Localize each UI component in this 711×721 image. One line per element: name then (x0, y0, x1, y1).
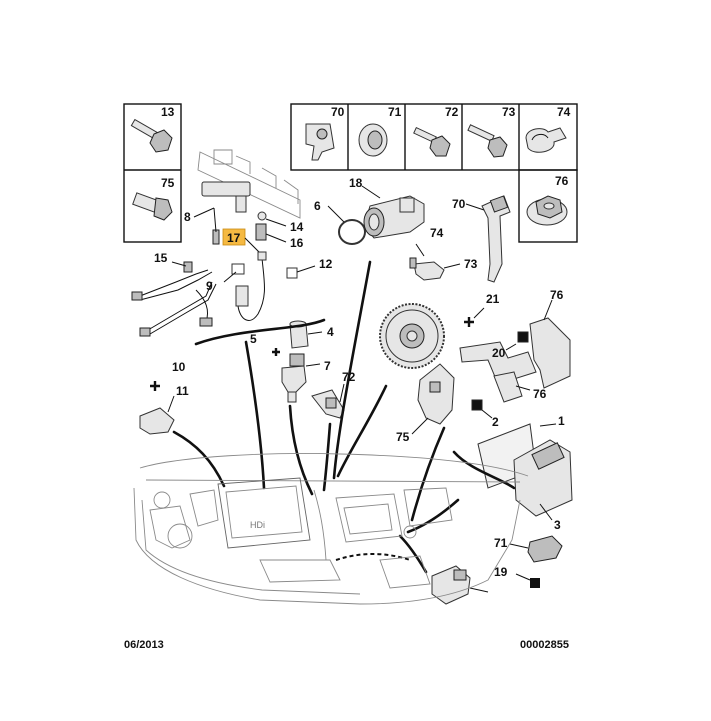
svg-text:3: 3 (554, 518, 561, 532)
diagram-date: 06/2013 (124, 639, 164, 651)
callout-73-plus: 5 (250, 332, 280, 356)
callout-71: 19 (494, 565, 540, 588)
engine-cover-text: HDi (250, 520, 265, 530)
screw-icon: 73 (467, 105, 516, 158)
box-70-label: 70 (331, 105, 345, 119)
bracket-part: 76 (459, 288, 571, 403)
callout-70-wiring: 9 (206, 271, 237, 293)
box-13-label: 13 (161, 105, 175, 119)
svg-text:20: 20 (492, 346, 506, 360)
box-76-label: 76 (555, 174, 569, 188)
svg-text:19: 19 (494, 565, 508, 579)
callout-14: 14 (257, 211, 304, 234)
box-73-label: 73 (502, 105, 516, 119)
air-flow-sensor-part: 18 (349, 176, 425, 239)
svg-text:17: 17 (227, 231, 241, 245)
leader-lines (172, 260, 516, 574)
callout-74-wiring: 12 (296, 257, 333, 273)
svg-text:76: 76 (533, 387, 547, 401)
callout-20: 76 (515, 385, 547, 401)
fuel-rail (197, 149, 301, 245)
svg-text:12: 12 (319, 257, 333, 271)
callout-72-plus: 10 (150, 360, 186, 391)
svg-text:5: 5 (250, 332, 257, 346)
o-ring-part: 6 (314, 199, 366, 245)
svg-text:70: 70 (452, 197, 466, 211)
svg-text:15: 15 (154, 251, 168, 265)
bolt-icon: 75 (132, 176, 175, 221)
svg-text:75: 75 (396, 430, 410, 444)
grommet-icon: 71 (358, 105, 402, 157)
sensor-19-part (431, 565, 489, 605)
svg-text:16: 16 (290, 236, 304, 250)
position-sensor-part: 74 73 (409, 226, 478, 281)
box-71-label: 71 (388, 105, 402, 119)
callout-18: 15 (154, 251, 187, 267)
svg-text:1: 1 (558, 414, 565, 428)
svg-text:18: 18 (349, 176, 363, 190)
flywheel-part (379, 303, 445, 369)
hose-clip-icon: 74 (525, 105, 571, 153)
callout-16: 16 (255, 223, 304, 250)
svg-text:76: 76 (550, 288, 564, 302)
svg-text:14: 14 (290, 220, 304, 234)
camshaft-sensor-part: 75 (396, 363, 455, 444)
reference-box-group (123, 103, 578, 243)
bracket-clip-icon: 70 (305, 105, 345, 161)
svg-text:74: 74 (430, 226, 444, 240)
svg-text:2: 2 (492, 415, 499, 429)
flange-screw-icon: 72 (413, 105, 459, 157)
svg-text:71: 71 (494, 536, 508, 550)
svg-text:9: 9 (206, 279, 213, 293)
box-75-label: 75 (161, 176, 175, 190)
svg-text:21: 21 (486, 292, 500, 306)
engine-bay: HDi (133, 453, 529, 605)
svg-text:73: 73 (464, 257, 478, 271)
wiring-harness (131, 251, 298, 337)
flange-nut-icon: 76 (526, 174, 569, 226)
box-72-label: 72 (445, 105, 459, 119)
svg-text:10: 10 (172, 360, 186, 374)
callout-76-upper: 20 (492, 331, 529, 360)
pressure-sensor-part: 7 (281, 353, 331, 403)
svg-text:8: 8 (184, 210, 191, 224)
ecu-part: 3 (513, 439, 573, 532)
callout-17-highlighted: 17 (222, 228, 263, 256)
callout-76-lower: 2 (471, 399, 499, 429)
svg-text:7: 7 (324, 359, 331, 373)
bolt-icon: 13 (130, 105, 175, 153)
relay-part: 71 (494, 535, 563, 563)
callout-75-plus: 21 (464, 292, 500, 327)
svg-text:4: 4 (327, 325, 334, 339)
injector-part: 70 (452, 195, 511, 283)
box-74-label: 74 (557, 105, 571, 119)
svg-text:11: 11 (176, 384, 189, 398)
speed-sensor-part: 11 (139, 384, 189, 435)
svg-text:6: 6 (314, 199, 321, 213)
callout-8: 8 (184, 207, 217, 233)
diagram-reference-number: 00002855 (520, 639, 569, 651)
